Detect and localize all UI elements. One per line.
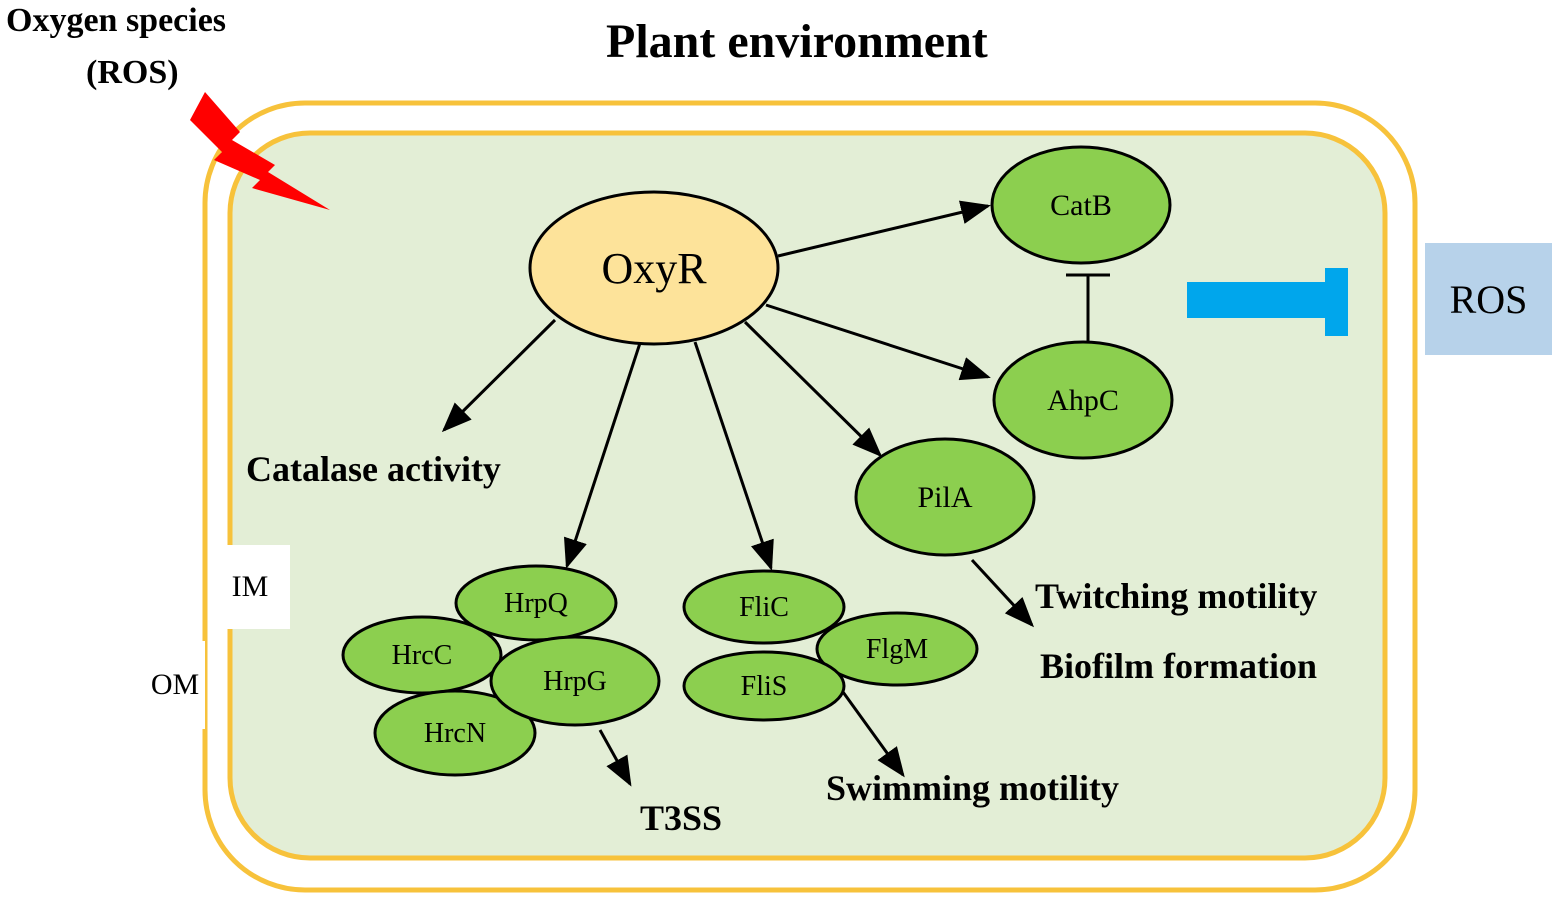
arrow-oxyr-hrpq (563, 339, 643, 569)
phenotype-swimming: Swimming motility (826, 768, 1119, 808)
inhibit-bar-head (1325, 268, 1348, 336)
node-hrcc (341, 615, 503, 695)
phenotype-twitching: Twitching motility (1035, 576, 1318, 616)
node-ahpc-label: AhpC (1047, 384, 1119, 417)
node-hrpq (454, 564, 618, 642)
node-oxyr (528, 190, 780, 346)
node-catb (990, 145, 1172, 265)
ros-box: ROS (1425, 243, 1552, 355)
node-hrcn (373, 689, 537, 777)
lightning-bolt-icon (190, 92, 330, 210)
ros-source-line2: (ROS) (86, 54, 179, 91)
phenotype-biofilm: Biofilm formation (1040, 646, 1317, 686)
node-hrpq-label: HrpQ (504, 588, 568, 619)
arrow-oxyr-catb (777, 200, 991, 258)
arrow-oxyr-catalase (441, 318, 557, 433)
ros-box-label: ROS (1449, 276, 1528, 322)
arrow-hrp-t3ss (598, 729, 632, 787)
arrow-pila-motility (970, 558, 1035, 628)
node-flgm (815, 611, 979, 687)
node-hrpg-label: HrpG (543, 666, 607, 697)
outer-membrane-label: OM (145, 641, 205, 729)
phenotype-catalase: Catalase activity (246, 449, 501, 489)
node-flic-label: FliC (739, 592, 789, 623)
arrow-oxyr-flic (693, 341, 774, 571)
inner-membrane-label: IM (210, 545, 290, 629)
node-pila-label: PilA (917, 481, 972, 514)
node-flic (682, 569, 846, 645)
arrow-oxyr-ahpc (765, 303, 991, 381)
node-ahpc (992, 340, 1174, 460)
node-pila (854, 437, 1036, 557)
phenotype-t3ss: T3SS (640, 798, 723, 838)
arrow-oxyr-pila (743, 320, 883, 458)
arrow-fli-swimming (841, 691, 905, 778)
node-catb-label: CatB (1050, 189, 1112, 222)
inhibit-bar-shaft (1187, 282, 1332, 318)
diagram-title: Plant environment (606, 15, 988, 68)
node-hrpg (489, 635, 661, 727)
ros-source-line1: Oxygen species (6, 2, 227, 39)
node-oxyr-label: OxyR (601, 244, 707, 293)
node-flis (682, 650, 846, 722)
node-flgm-label: FlgM (866, 634, 928, 665)
node-flis-label: FliS (741, 671, 788, 702)
node-hrcc-label: HrcC (392, 640, 453, 671)
node-hrcn-label: HrcN (424, 718, 486, 749)
